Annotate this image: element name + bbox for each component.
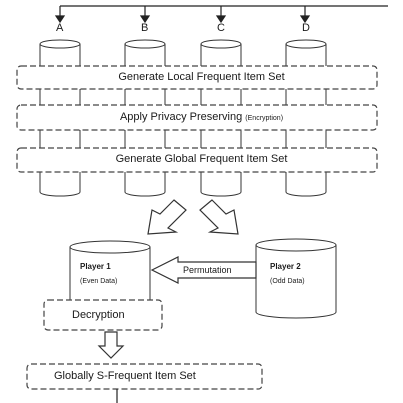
final-box: [26, 363, 263, 390]
player2-cylinder: [255, 238, 337, 319]
step-local-box: [16, 65, 378, 90]
permutation-arrow: [150, 256, 257, 284]
split-arrows: [147, 199, 239, 235]
decryption-box: [43, 299, 163, 331]
down-arrow: [97, 331, 125, 359]
step-privacy-box: [16, 104, 378, 131]
input-lines: [54, 5, 388, 24]
step-global-box: [16, 147, 378, 173]
